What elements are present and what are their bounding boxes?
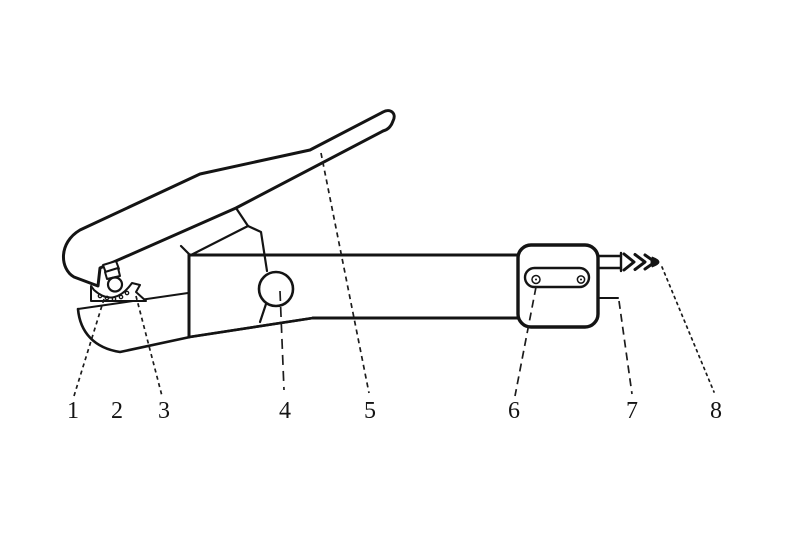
clamp-ball [106, 276, 124, 293]
slot-screw-right-dot [580, 278, 582, 281]
leader-line-7 [618, 300, 633, 395]
leader-line-4 [279, 290, 285, 391]
leader-line-5 [320, 152, 370, 394]
slot-screw-left-dot [535, 278, 537, 281]
slot-screw-left [531, 274, 541, 285]
end-block-slot [523, 266, 591, 289]
part-label-7: 7 [626, 398, 638, 424]
leader-line-6 [514, 286, 537, 397]
part-label-8: 8 [710, 398, 722, 424]
leader-line-8 [661, 266, 715, 393]
part-label-2: 2 [111, 398, 123, 424]
leader-line-1 [73, 298, 105, 397]
tool-body [187, 253, 522, 339]
jaw-teeth [97, 290, 130, 302]
part-label-4: 4 [279, 398, 291, 424]
screw-tip [622, 252, 660, 272]
part-label-3: 3 [158, 398, 170, 424]
leader-line-3 [135, 295, 163, 397]
ball-stud-ring [104, 267, 121, 280]
pivot-circle [257, 270, 295, 308]
lower-arm-hook [76, 307, 315, 354]
part-label-5: 5 [364, 398, 376, 424]
slot-screw-right [576, 275, 586, 284]
serrated-jaw [90, 282, 147, 302]
lever-handle [62, 109, 396, 288]
pivot-linkage [179, 206, 269, 324]
part-label-1: 1 [67, 398, 79, 424]
part-label-6: 6 [508, 398, 520, 424]
drive-shaft [596, 251, 623, 273]
